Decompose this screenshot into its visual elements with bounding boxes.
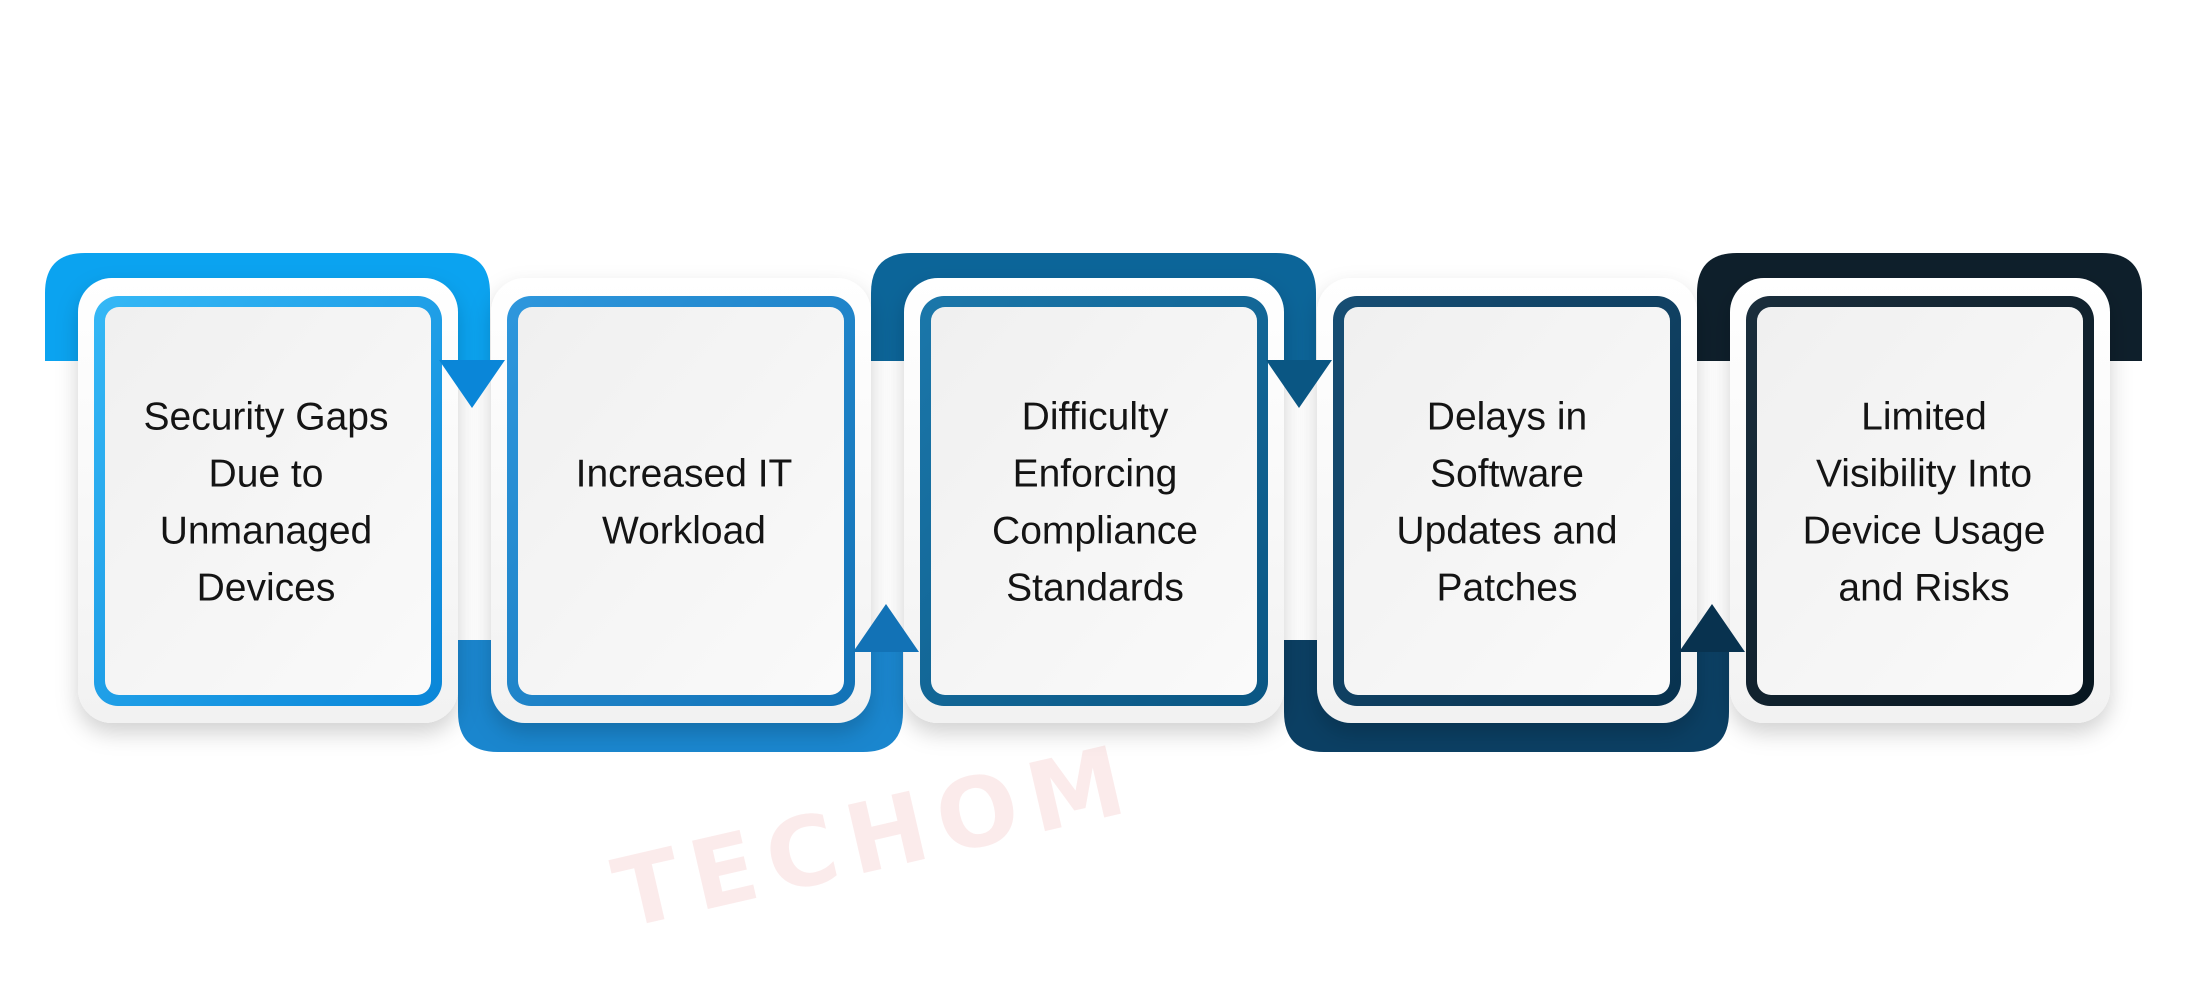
card-panel [1757, 307, 2083, 695]
arrow-down-icon [439, 360, 505, 408]
card-label-line: Difficulty [1022, 396, 1169, 439]
card-label-line: Workload [602, 510, 766, 553]
card-label-line: and Risks [1838, 567, 2009, 610]
card-label-line: Unmanaged [160, 510, 372, 553]
card-panel [1344, 307, 1670, 695]
card-label-line: Software [1430, 453, 1584, 496]
arrow-up-icon [1679, 604, 1745, 652]
card-label-line: Devices [197, 567, 336, 610]
card-label-line: Limited [1861, 396, 1987, 439]
card-label-line: Compliance [992, 510, 1198, 553]
card-label-line: Due to [209, 453, 324, 496]
card-panel [518, 307, 844, 695]
card-label-line: Visibility Into [1816, 453, 2032, 496]
step-card-increased-workload: Increased IT Workload [491, 278, 871, 723]
card-label-line: Standards [1006, 567, 1184, 610]
card-label-line: Updates and [1396, 510, 1617, 553]
flow-arrows [439, 360, 1745, 652]
arrow-down-icon [1266, 360, 1332, 408]
arrow-up-icon [853, 604, 919, 652]
watermark-text: TECHOM [604, 722, 1147, 951]
card-label-line: Increased IT [576, 453, 793, 496]
card-label-line: Device Usage [1803, 510, 2046, 553]
card-label-line: Patches [1437, 567, 1578, 610]
card-label-line: Enforcing [1013, 453, 1178, 496]
card-panel [931, 307, 1257, 695]
card-label-line: Security Gaps [144, 396, 389, 439]
card-panel [105, 307, 431, 695]
card-label-line: Delays in [1427, 396, 1587, 439]
watermark: TECHOM [604, 722, 1147, 951]
card-label: Increased IT Workload [576, 453, 793, 553]
